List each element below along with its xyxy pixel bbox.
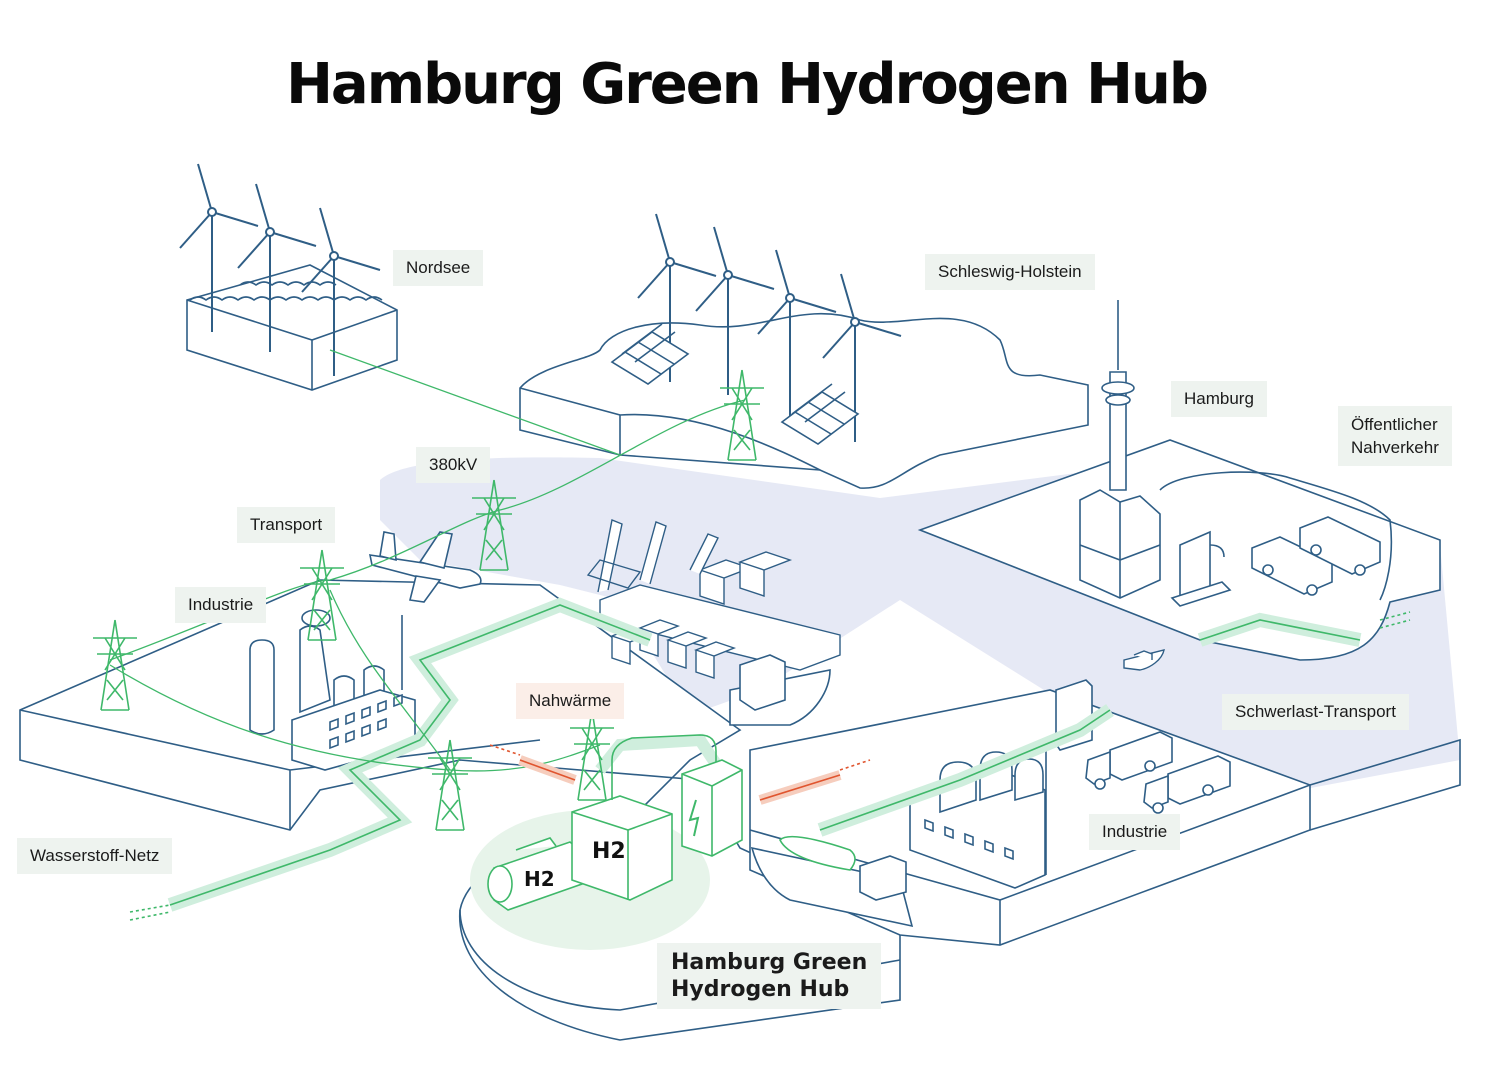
city-bus-1-icon bbox=[1251, 536, 1333, 596]
label-380kv: 380kV bbox=[416, 447, 491, 483]
label-transport: Transport bbox=[237, 507, 336, 543]
label-hydrogen-hub: Hamburg Green Hydrogen Hub bbox=[657, 943, 882, 1009]
label-wasserstoff-netz: Wasserstoff-Netz bbox=[17, 838, 173, 874]
label-oepnv-line1: Öffentlicher bbox=[1351, 415, 1438, 434]
label-schleswig-holstein: Schleswig-Holstein bbox=[925, 254, 1095, 290]
electrolyzer-icon bbox=[571, 734, 717, 901]
page-title: Hamburg Green Hydrogen Hub bbox=[286, 52, 1209, 117]
label-hub-line1: Hamburg Green bbox=[671, 950, 868, 975]
nordsee-offshore-block bbox=[186, 264, 398, 391]
label-nordsee: Nordsee bbox=[393, 250, 484, 286]
cargo-ship-icon bbox=[729, 654, 831, 726]
h2-electrolyzer-symbol: H2 bbox=[592, 839, 626, 864]
h2-tank-symbol: H2 bbox=[524, 867, 555, 891]
label-nahwaerme: Nahwärme bbox=[516, 683, 625, 719]
label-oepnv: Öffentlicher Nahverkehr bbox=[1338, 406, 1452, 466]
container-terminal bbox=[586, 519, 841, 679]
city-bus-2-icon bbox=[1299, 516, 1381, 576]
hydrogen-tanker-ship-icon bbox=[750, 835, 914, 928]
truck-1-icon bbox=[1085, 731, 1173, 790]
small-boat-icon bbox=[1123, 649, 1165, 671]
battery-icon bbox=[681, 759, 743, 857]
label-hub-line2: Hydrogen Hub bbox=[671, 977, 850, 1002]
label-oepnv-line2: Nahverkehr bbox=[1351, 438, 1439, 457]
elbphilharmonie-icon bbox=[1079, 489, 1161, 599]
label-industrie-right: Industrie bbox=[1089, 814, 1181, 850]
label-hamburg: Hamburg bbox=[1171, 381, 1267, 417]
label-industrie-left: Industrie bbox=[175, 587, 267, 623]
district-heat-pipes bbox=[489, 744, 871, 805]
tv-tower-icon bbox=[1101, 300, 1135, 491]
truck-2-icon bbox=[1143, 755, 1231, 814]
hydrogen-fuel-pump-icon bbox=[1170, 530, 1232, 607]
hydrogen-pipelines bbox=[129, 597, 1411, 921]
label-schwerlast-transport: Schwerlast-Transport bbox=[1222, 694, 1409, 730]
hydrogen-tank-icon bbox=[487, 837, 583, 911]
airplane-icon bbox=[368, 531, 482, 603]
